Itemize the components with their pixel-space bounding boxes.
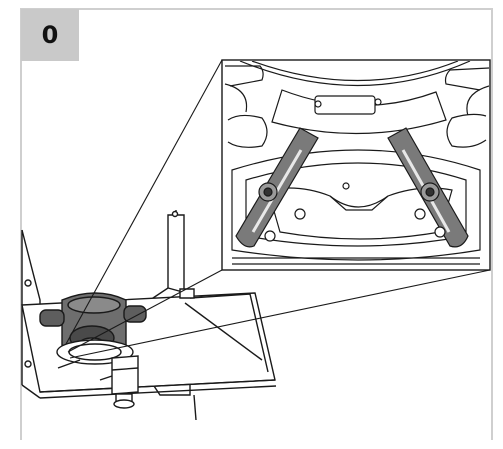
router-table-overview [21, 210, 277, 421]
detail-inset [221, 59, 491, 271]
step-number: 0 [41, 21, 59, 49]
step-badge: 0 [21, 9, 79, 61]
callout-lines [65, 59, 491, 359]
